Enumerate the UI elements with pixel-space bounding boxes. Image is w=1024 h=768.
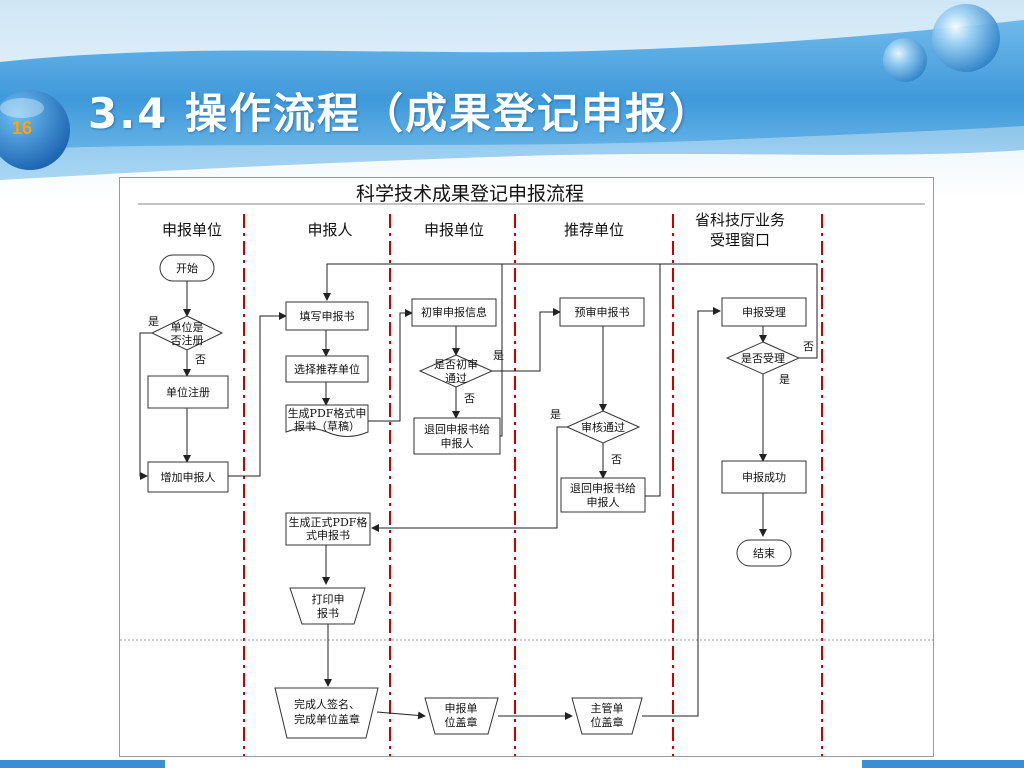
label-no-review: 否 (611, 453, 622, 466)
svg-text:通过: 通过 (445, 372, 467, 385)
lane-dividers (243, 214, 823, 756)
start-node: 开始 (159, 254, 215, 282)
svg-text:主管单: 主管单 (591, 701, 624, 715)
label-yes-accept: 是 (779, 373, 790, 386)
svg-text:位盖章: 位盖章 (445, 715, 478, 729)
footer-bar-right (862, 760, 1024, 768)
svg-text:是否受理: 是否受理 (741, 352, 785, 365)
lane-header-recommender: 推荐单位 (564, 221, 624, 239)
svg-text:开始: 开始 (176, 261, 198, 275)
svg-text:报书: 报书 (317, 606, 339, 620)
header-banner (0, 0, 1024, 200)
flowchart-title: 科学技术成果登记申报流程 (356, 183, 584, 205)
svg-text:填写申报书: 填写申报书 (300, 309, 355, 323)
choose-recommender-node: 选择推荐单位 (285, 355, 369, 383)
lane-header-applicant: 申报人 (307, 221, 352, 239)
svg-text:申报人: 申报人 (441, 436, 474, 450)
svg-text:报书（草稿）: 报书（草稿） (294, 419, 360, 433)
label-no-unit-decision: 否 (195, 353, 206, 366)
svg-text:申报单: 申报单 (445, 701, 478, 715)
success-node: 申报成功 (721, 460, 807, 494)
svg-text:选择推荐单位: 选择推荐单位 (294, 362, 360, 376)
label-yes-first-review: 是 (493, 349, 504, 362)
label-yes-unit-decision: 是 (148, 315, 159, 328)
connectors (139, 263, 818, 720)
review-pass-decision: 审核通过 (565, 410, 641, 444)
svg-text:审核通过: 审核通过 (581, 420, 625, 434)
pre-review-node: 预审申报书 (559, 297, 645, 327)
svg-text:完成单位盖章: 完成单位盖章 (294, 712, 360, 726)
svg-text:生成PDF格式申: 生成PDF格式申 (288, 406, 367, 420)
footer-bar-left (0, 760, 165, 768)
svg-text:结束: 结束 (753, 547, 775, 560)
svg-text:单位注册: 单位注册 (166, 385, 210, 399)
svg-text:增加申报人: 增加申报人 (161, 470, 216, 484)
sign-and-seal-node: 完成人签名、 完成单位盖章 (274, 687, 379, 739)
label-no-accept: 否 (803, 340, 814, 353)
accept-node: 申报受理 (721, 297, 807, 327)
add-applicant-node: 增加申报人 (147, 461, 229, 493)
slide-number: 16 (12, 118, 33, 138)
svg-text:是否初审: 是否初审 (434, 357, 478, 371)
fill-form-node: 填写申报书 (285, 301, 369, 331)
unit-registered-decision: 单位是 否注册 (150, 315, 224, 351)
page-title: 3.4 操作流程（成果登记申报） (88, 89, 714, 138)
accept-decision: 是否受理 (725, 341, 801, 375)
end-node: 结束 (736, 539, 792, 567)
unit-seal-node: 申报单 位盖章 (424, 697, 499, 735)
lane-header-unit-2: 申报单位 (424, 221, 484, 239)
unit-register-node: 单位注册 (147, 375, 229, 409)
svg-text:退回申报书给: 退回申报书给 (570, 481, 636, 495)
flowchart-diagram: 科学技术成果登记申报流程 申报单位 申报人 申报单位 推荐单位 省科技厅业务 受… (119, 177, 934, 757)
svg-text:预审申报书: 预审申报书 (575, 305, 630, 319)
slide-number-badge (0, 90, 70, 170)
decorative-bubble-icon (883, 4, 1000, 82)
svg-text:退回申报书给: 退回申报书给 (424, 422, 490, 436)
svg-text:初审申报信息: 初审申报信息 (421, 305, 487, 319)
dept-seal-node: 主管单 位盖章 (571, 697, 643, 735)
label-no-first-review: 否 (464, 392, 475, 405)
svg-text:单位是: 单位是 (171, 320, 204, 334)
lane-header-window-2: 受理窗口 (710, 231, 770, 249)
svg-text:式申报书: 式申报书 (306, 528, 350, 542)
first-review-info-node: 初审申报信息 (411, 298, 497, 327)
svg-text:完成人签名、: 完成人签名、 (294, 697, 360, 711)
svg-text:打印申: 打印申 (312, 592, 345, 606)
svg-text:申报受理: 申报受理 (742, 305, 786, 319)
svg-text:申报人: 申报人 (587, 495, 620, 509)
svg-text:位盖章: 位盖章 (591, 715, 624, 729)
svg-text:申报成功: 申报成功 (742, 470, 786, 484)
svg-text:生成正式PDF格: 生成正式PDF格 (289, 515, 368, 529)
generate-draft-pdf-node: 生成PDF格式申 报书（草稿） (285, 404, 369, 437)
label-yes-review: 是 (550, 408, 561, 421)
lane-header-window-1: 省科技厅业务 (695, 211, 785, 229)
generate-formal-pdf-node: 生成正式PDF格 式申报书 (285, 512, 371, 546)
svg-text:否注册: 否注册 (171, 333, 204, 347)
print-form-node: 打印申 报书 (289, 587, 366, 625)
lane-header-unit: 申报单位 (162, 221, 222, 239)
first-review-decision: 是否初审 通过 (418, 354, 494, 388)
return-to-applicant-node-2: 退回申报书给 申报人 (560, 477, 646, 513)
return-to-applicant-node-1: 退回申报书给 申报人 (413, 417, 501, 455)
